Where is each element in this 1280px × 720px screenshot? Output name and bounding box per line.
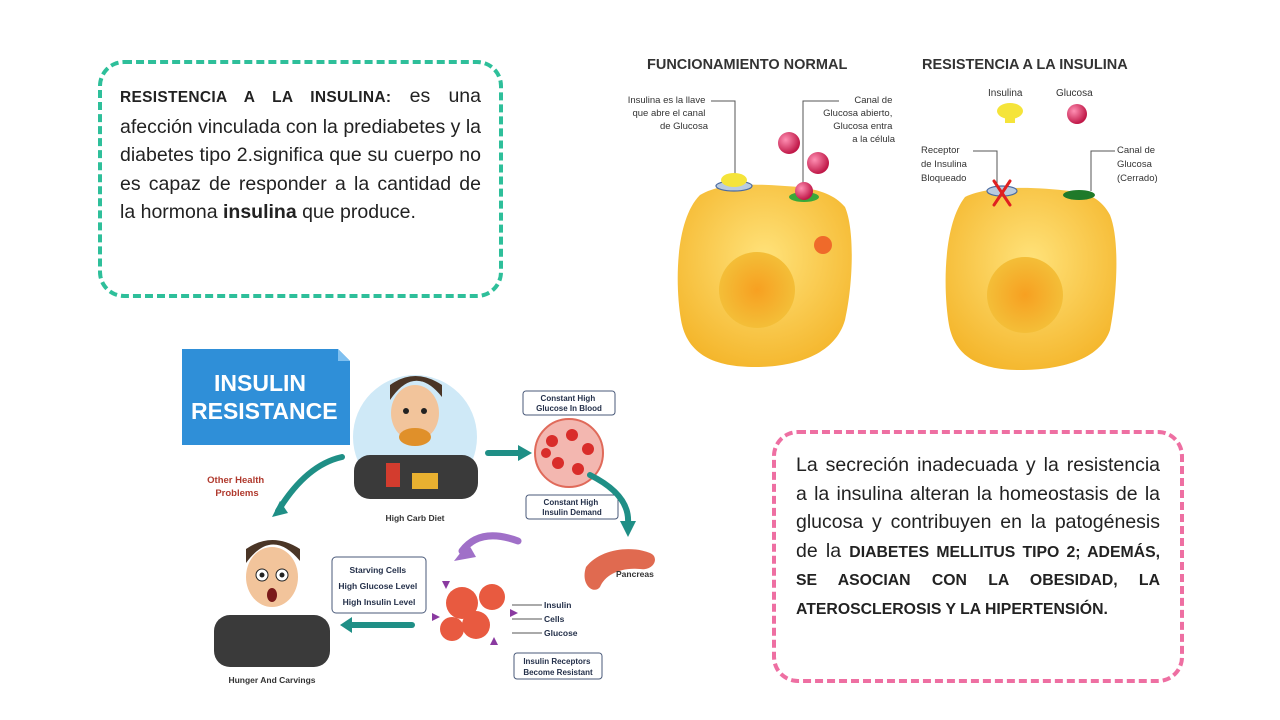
secretion-text: La secreción inadecuada y la resistencia…	[796, 454, 1160, 618]
closed-channel	[1063, 190, 1095, 200]
definition-lead: RESISTENCIA A LA INSULINA:	[120, 89, 392, 106]
resistance-title: RESISTENCIA A LA INSULINA	[922, 57, 1128, 73]
glucose-ball	[807, 152, 829, 174]
constant-insulin-label: Constant High Insulin Demand	[542, 498, 602, 517]
insulin-legend-icon	[997, 103, 1023, 119]
constant-glucose-label: Constant High Glucose In Blood	[536, 394, 602, 413]
other-health-label: Other Health Problems	[207, 475, 267, 499]
blocked-x-icon	[992, 179, 1012, 207]
pancreas-shape	[584, 549, 655, 590]
cells-cluster	[432, 581, 518, 645]
receptor-label: Receptor de Insulina Bloqueado	[921, 145, 970, 184]
secretion-caps: DIABETES MELLITUS TIPO 2; ADEMÁS, SE ASO…	[796, 543, 1160, 618]
normal-channel-label: Canal de Glucosa abierto, Glucosa entra …	[823, 95, 896, 145]
glucose-ball	[778, 132, 800, 154]
hunger-label: Hunger And Carvings	[228, 675, 315, 685]
insulin-infographic: INSULIN RESISTANCE High Carb Diet Consta…	[182, 349, 655, 685]
infographic-title-1: INSULIN	[214, 370, 306, 396]
definition-box: RESISTENCIA A LA INSULINA: es una afecci…	[98, 60, 503, 298]
glucose-inside	[814, 236, 832, 254]
cell-diagram: FUNCIONAMIENTO NORMAL Insulina es la lla…	[628, 57, 1158, 370]
glucose-ball	[795, 182, 813, 200]
definition-text: RESISTENCIA A LA INSULINA: es una afecci…	[120, 85, 481, 224]
legend-text: Insulin Cells Glucose	[544, 600, 578, 638]
infographic-title-card: INSULIN RESISTANCE	[182, 349, 350, 445]
normal-title: FUNCIONAMIENTO NORMAL	[647, 57, 847, 73]
high-carb-label: High Carb Diet	[385, 513, 444, 523]
eating-person	[353, 375, 478, 499]
resistance-nucleus	[987, 257, 1063, 333]
normal-nucleus	[719, 252, 795, 328]
pancreas-label: Pancreas	[616, 569, 654, 579]
secretion-box: La secreción inadecuada y la resistencia…	[772, 430, 1184, 683]
cells-legend	[512, 604, 542, 634]
normal-key-label: Insulina es la llave que abre el canal d…	[628, 95, 709, 132]
receptors-label: Insulin Receptors Become Resistant	[523, 657, 593, 677]
symptoms-list: Starving Cells High Glucose Level High I…	[338, 565, 419, 607]
closed-channel-label: Canal de Glucosa (Cerrado)	[1117, 145, 1158, 184]
legend-glucose: Glucosa	[1056, 88, 1093, 99]
hungry-person	[214, 540, 330, 667]
infographic-title-2: RESISTANCE	[191, 398, 338, 424]
legend-insulin: Insulina	[988, 88, 1023, 99]
definition-emphasis: insulina	[222, 201, 297, 224]
glucose-legend-icon	[1067, 104, 1087, 124]
